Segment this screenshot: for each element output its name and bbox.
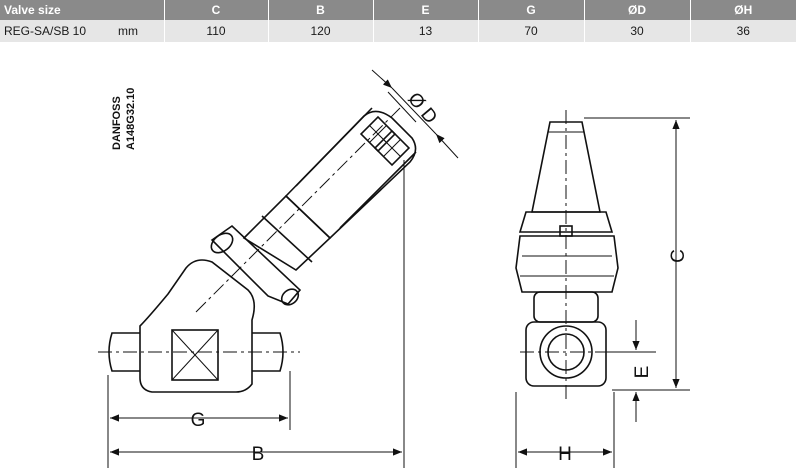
- dim-h-label: H: [558, 444, 572, 465]
- cell-oh: 36: [689, 20, 796, 42]
- header-unit: [112, 0, 164, 20]
- header-oh: ØH: [689, 0, 796, 20]
- table-header-row: Valve size C B E G ØD ØH: [0, 0, 796, 20]
- cell-c: 110: [163, 20, 268, 42]
- side-view: G B Ø D: [98, 69, 459, 468]
- header-valve-size: Valve size: [0, 0, 112, 20]
- dim-d-label: Ø D: [403, 89, 441, 128]
- valve-technical-drawing: DANFOSS A148G32.10: [98, 69, 690, 468]
- drawing-code: A148G32.10: [125, 88, 137, 150]
- cell-size: REG-SA/SB 10: [0, 20, 112, 42]
- brand-label: DANFOSS: [111, 96, 123, 150]
- header-g: G: [477, 0, 584, 20]
- header-b: B: [267, 0, 373, 20]
- cell-e: 13: [372, 20, 478, 42]
- dim-c-label: C: [668, 249, 689, 263]
- front-view: H C E: [515, 110, 690, 468]
- cell-b: 120: [267, 20, 373, 42]
- cell-unit: mm: [112, 20, 164, 42]
- header-od: ØD: [583, 0, 690, 20]
- cell-od: 30: [583, 20, 690, 42]
- cell-g: 70: [477, 20, 584, 42]
- dim-b-label: B: [252, 444, 265, 465]
- dim-e-label: E: [632, 366, 653, 379]
- dim-g-label: G: [191, 410, 206, 431]
- header-c: C: [163, 0, 268, 20]
- table-row: REG-SA/SB 10 mm 110 120 13 70 30 36: [0, 20, 796, 42]
- header-e: E: [372, 0, 478, 20]
- dimension-table: Valve size C B E G ØD ØH REG-SA/SB 10 mm…: [0, 0, 796, 42]
